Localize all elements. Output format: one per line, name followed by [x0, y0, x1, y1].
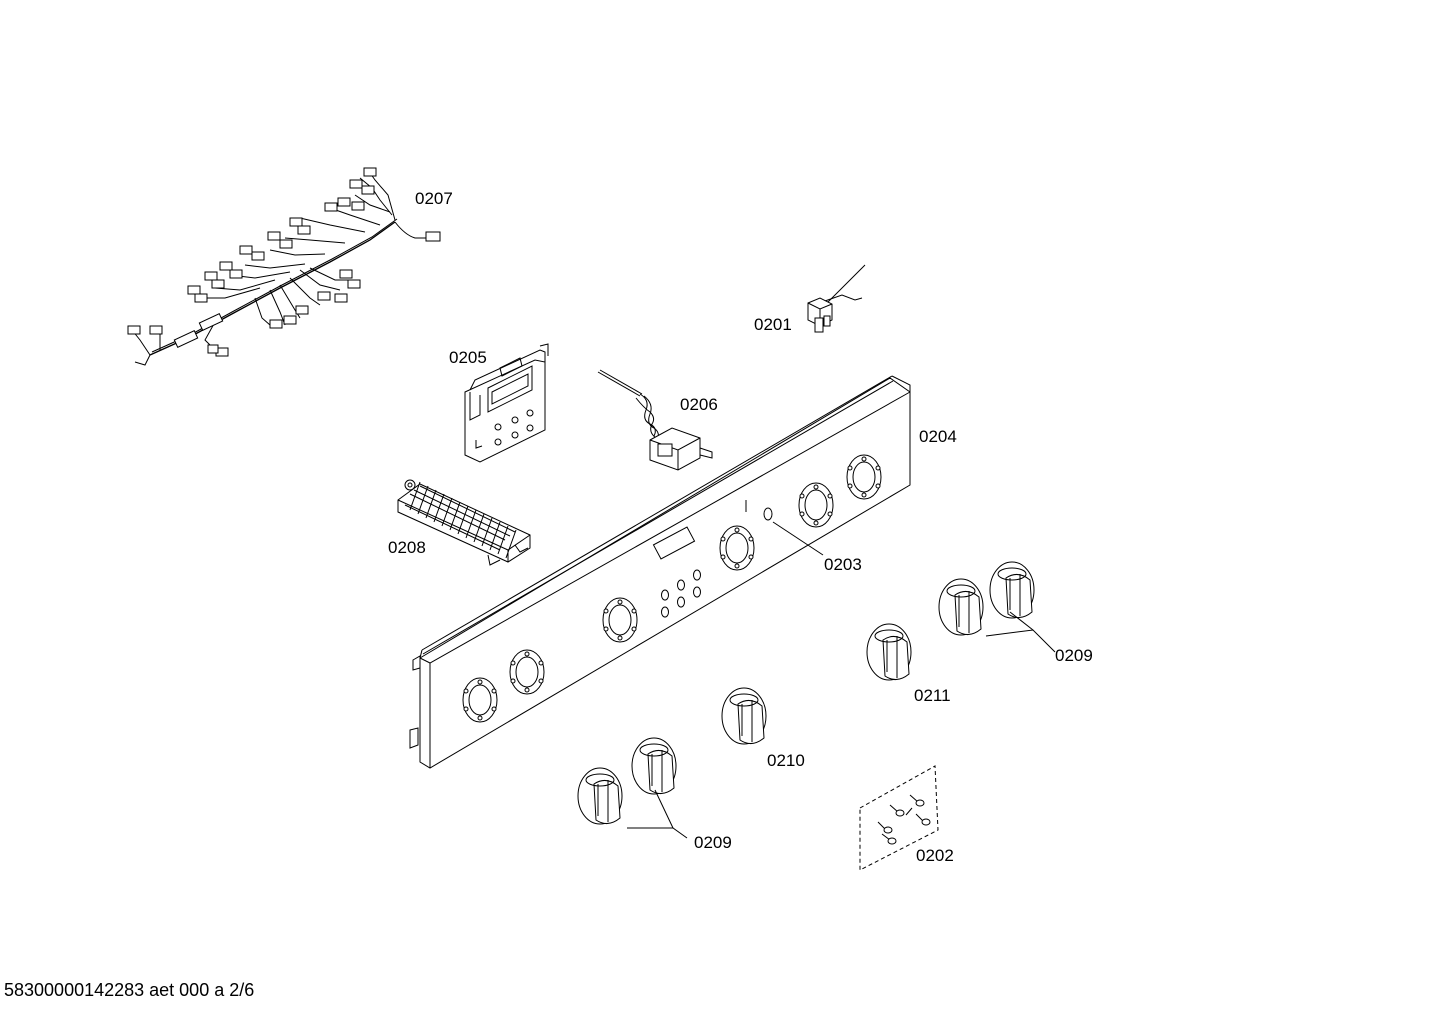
electronic-module-0205	[464, 343, 549, 463]
knob-holes	[462, 454, 882, 723]
label-0203: 0203	[824, 555, 862, 574]
label-0206: 0206	[680, 395, 718, 414]
label-0204: 0204	[919, 427, 957, 446]
terminal-strip-0208	[397, 479, 531, 566]
knobs	[577, 561, 1035, 825]
wiring-harness-0207	[127, 167, 441, 366]
label-0210: 0210	[767, 751, 805, 770]
label-0207: 0207	[415, 189, 453, 208]
label-0208: 0208	[388, 538, 426, 557]
leader-lines	[627, 521, 1056, 839]
document-footer: 58300000142283 aet 000 a 2/6	[4, 980, 255, 1000]
label-0211: 0211	[914, 686, 951, 705]
thermostat-0206	[597, 369, 713, 471]
control-panel-0204	[409, 375, 911, 769]
label-0209-right: 0209	[1055, 646, 1093, 665]
label-0209-left: 0209	[694, 833, 732, 852]
label-0205: 0205	[449, 348, 487, 367]
screws-0202	[859, 765, 939, 871]
label-0202: 0202	[916, 846, 954, 865]
switch-0201	[807, 264, 866, 333]
label-0201: 0201	[754, 315, 792, 334]
